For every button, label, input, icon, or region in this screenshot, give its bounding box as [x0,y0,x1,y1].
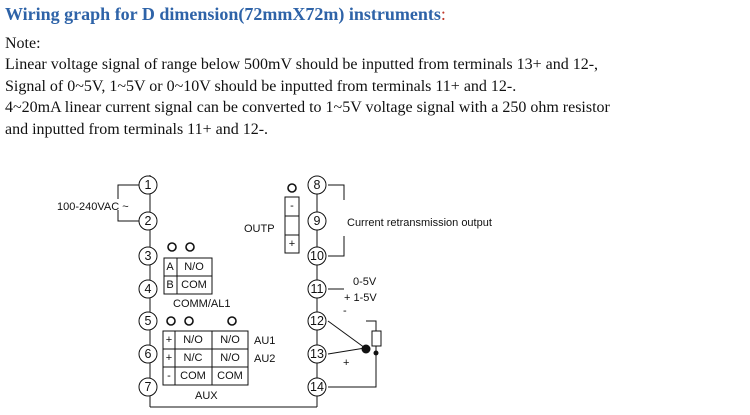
terminal-5-number: 5 [145,314,152,328]
terminal-2-number: 2 [145,214,152,228]
terminal-4 [138,279,158,299]
note-line: 4~20mA linear current signal can be conv… [5,99,610,117]
terminal-14 [307,377,327,397]
outp-minus: - [290,200,294,212]
range-1-5v-label: + 1-5V [344,292,377,304]
input-plus-sign: + [343,357,349,369]
terminal-3 [138,246,158,266]
page-title: Wiring graph for D dimension(72mmX72m) i… [5,4,745,25]
power-label: 100-240VAC ~ [57,201,129,213]
note-line: and inputted from terminals 11+ and 12-. [5,120,269,138]
aux-cell: + [166,352,172,364]
aux-cell: N/O [220,352,240,364]
comm-indicator-led [167,242,177,252]
aux-table [162,330,249,386]
terminal-13 [307,344,327,364]
retrans-wire [328,236,345,257]
title-colon: : [440,4,446,24]
right-terminal-column: 8 9 10 11 12 13 14 [307,175,327,397]
terminal-10-number: 10 [310,249,324,263]
comm-cell: COM [181,279,207,291]
terminal-5 [138,311,158,331]
aux-row-label: AU1 [254,335,275,347]
power-wire-1 [117,184,139,199]
terminal-9 [307,211,327,231]
aux-label: AUX [195,390,218,402]
aux-cell: - [167,370,171,382]
comm-cell: N/O [184,261,204,273]
aux-cell: N/O [183,334,203,346]
aux-cell: N/C [184,352,203,364]
terminal-13-number: 13 [310,347,324,361]
input-wire-12 [327,320,366,349]
terminal-2 [138,211,158,231]
terminal-7 [138,377,158,397]
aux-indicator-led [184,316,194,326]
terminal-9-number: 9 [314,214,321,228]
comm-cell: B [166,279,173,291]
aux-indicator-led [227,316,237,326]
terminal-7-number: 7 [145,380,152,394]
retrans-wire [328,184,345,200]
terminal-6 [138,344,158,364]
comm-label: COMM/AL1 [173,298,230,310]
note-line: Linear voltage signal of range below 500… [5,56,599,74]
terminal-14-number: 14 [310,380,324,394]
aux-cell: COM [217,370,243,382]
resistor-wire [366,320,377,331]
terminal-8-number: 8 [314,178,321,192]
input-minus-sign: - [343,305,347,317]
outp-label: OUTP [244,223,275,235]
aux-cell: COM [180,370,206,382]
aux-row-label: AU2 [254,353,275,365]
terminal-6-number: 6 [145,347,152,361]
aux-cell: + [166,334,172,346]
outp-indicator-led [287,183,297,193]
junction-dot [361,344,371,354]
terminal-12 [307,311,327,331]
retrans-label: Current retransmission output [347,217,492,229]
aux-cell: N/O [220,334,240,346]
terminal-10 [307,246,327,266]
comm-indicator-led [185,242,195,252]
note-line: Signal of 0~5V, 1~5V or 0~10V should be … [5,77,517,95]
notes-block: Note: Linear voltage signal of range bel… [5,33,747,140]
resistor [371,330,382,347]
terminal-1 [138,175,158,195]
terminal-1-number: 1 [145,178,152,192]
outp-connector [284,196,300,254]
title-text: Wiring graph for D dimension(72mmX72m) i… [5,4,441,24]
terminal-11 [307,279,327,299]
note-heading: Note: [5,35,41,52]
input-wire-14 [328,353,377,388]
terminal-4-number: 4 [145,282,152,296]
terminal-8 [307,175,327,195]
input-wire-13 [327,347,366,355]
terminal-3-number: 3 [145,249,152,263]
outp-plus: + [289,238,295,250]
range-0-5v-label: 0-5V [353,276,377,288]
aux-indicator-led [166,316,176,326]
left-terminal-column: 1 2 3 4 5 6 7 [138,175,158,397]
terminal-11-number: 11 [311,282,324,296]
terminal-12-number: 12 [310,314,324,328]
power-wire-2 [117,210,139,222]
comm-cell: A [166,261,174,273]
